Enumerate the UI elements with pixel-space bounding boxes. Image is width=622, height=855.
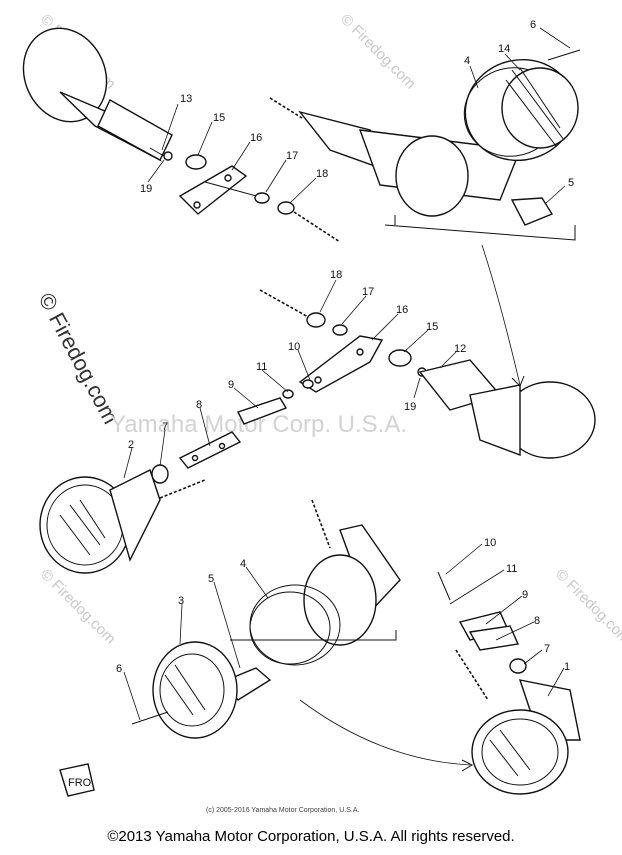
- callout-18-top: 18: [316, 168, 328, 180]
- callout-11-bottom: 11: [506, 563, 517, 575]
- top-left-signal-assembly: [22, 27, 341, 243]
- callout-17-top: 17: [286, 150, 298, 162]
- callout-12: 12: [454, 343, 466, 355]
- callout-8-mid: 8: [196, 399, 202, 411]
- callout-14: 14: [498, 43, 510, 55]
- lower-left-signal: [39, 469, 161, 574]
- callout-11-mid: 11: [256, 361, 267, 373]
- callout-19-mid: 19: [404, 401, 416, 413]
- watermark-bottom-right: © Firedog.com: [552, 566, 622, 648]
- callout-6-top: 6: [530, 19, 536, 31]
- callout-15-mid: 15: [426, 321, 438, 333]
- small-copyright: (c) 2005-2016 Yamaha Motor Corporation, …: [206, 807, 359, 814]
- leader-lines: [123, 27, 571, 721]
- front-badge: FRO: [68, 777, 92, 789]
- callout-19-top: 19: [140, 183, 152, 195]
- callout-15-top: 15: [213, 112, 225, 124]
- callout-4-top: 4: [464, 55, 470, 67]
- callout-8-bottom: 8: [534, 615, 540, 627]
- callout-16-mid: 16: [396, 304, 408, 316]
- watermark-top-right: © Firedog.com: [337, 11, 419, 93]
- footer-copyright: ©2013 Yamaha Motor Corporation, U.S.A. A…: [107, 828, 515, 845]
- callout-1: 1: [564, 661, 570, 673]
- lower-right-signal: [437, 571, 581, 795]
- callout-16-top: 16: [250, 132, 262, 144]
- top-right-signal-assembly: [269, 49, 581, 387]
- callout-2: 2: [128, 439, 134, 451]
- callout-5-top: 5: [568, 177, 574, 189]
- callout-7-mid: 7: [162, 421, 168, 433]
- callout-13: 13: [180, 93, 192, 105]
- callout-3: 3: [178, 595, 184, 607]
- callout-10-mid: 10: [288, 341, 300, 353]
- callout-numbers: 13 15 16 17 18 19 6 14 4 5 18 17 16 15 1…: [116, 19, 574, 675]
- callout-7-bottom: 7: [544, 643, 550, 655]
- callout-9-mid: 9: [228, 379, 234, 391]
- callout-4-bottom: 4: [240, 558, 246, 570]
- callout-17-mid: 17: [362, 286, 374, 298]
- callout-10-bottom: 10: [484, 537, 496, 549]
- bottom-signal-assembly: FRO: [59, 499, 474, 797]
- middle-mounting-assembly: [151, 289, 596, 499]
- callout-5-bottom: 5: [208, 573, 214, 585]
- watermark-side: © Firedog.com: [34, 289, 124, 428]
- watermark-bottom-left: © Firedog.com: [37, 566, 119, 648]
- callout-6-bottom: 6: [116, 663, 122, 675]
- callout-9-bottom: 9: [522, 589, 528, 601]
- callout-18-mid: 18: [330, 269, 342, 281]
